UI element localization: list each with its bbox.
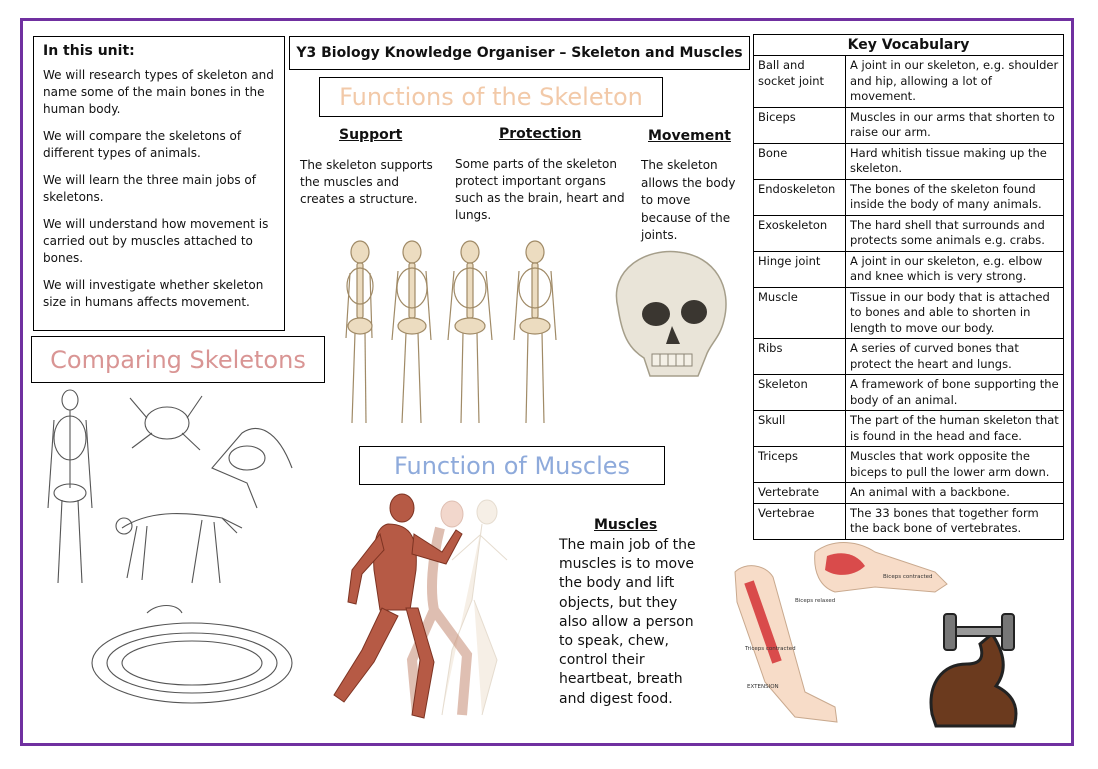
unit-point: We will understand how movement is carri… xyxy=(43,217,269,265)
vocab-term: Muscle xyxy=(753,286,846,339)
human-skeletons-illustration xyxy=(345,240,557,424)
vocab-term: Exoskeleton xyxy=(753,214,846,252)
vocab-definition: Muscles that work opposite the biceps to… xyxy=(845,446,1064,483)
muscles-banner: Function of Muscles xyxy=(359,446,665,485)
running-muscles-illustration xyxy=(333,493,508,719)
vocab-term: Endoskeleton xyxy=(753,178,846,216)
page-border xyxy=(20,18,1074,746)
vocab-definition: The part of the human skeleton that is f… xyxy=(845,410,1064,447)
vocab-term: Vertebrae xyxy=(753,502,846,540)
unit-point: We will compare the skeletons of differe… xyxy=(43,129,242,160)
label-triceps-contracted: Triceps contracted xyxy=(744,646,796,652)
animal-skeletons-illustration xyxy=(47,389,293,704)
unit-box: In this unit: We will research types of … xyxy=(33,36,285,331)
muscles-heading: Muscles xyxy=(594,517,658,533)
vocab-term: Ribs xyxy=(753,338,846,375)
label-extension: EXTENSION xyxy=(747,684,779,690)
vocab-definition: An animal with a backbone. xyxy=(845,482,1064,504)
vocab-term: Skull xyxy=(753,410,846,447)
vocab-definition: A joint in our skeleton, e.g. elbow and … xyxy=(845,250,1064,288)
arm-muscles-diagram: Biceps relaxed Triceps contracted Biceps… xyxy=(734,542,948,723)
muscles-text: The main job of the muscles is to move t… xyxy=(559,537,696,707)
skull-illustration xyxy=(615,250,727,377)
movement-text: The skeleton allows the body to move bec… xyxy=(641,158,736,242)
vocab-definition: The hard shell that surrounds and protec… xyxy=(845,214,1064,252)
vocab-heading: Key Vocabulary xyxy=(753,34,1064,56)
movement-heading: Movement xyxy=(648,128,731,144)
unit-point: We will learn the three main jobs of ske… xyxy=(43,173,256,204)
vocab-definition: A framework of bone supporting the body … xyxy=(845,374,1064,411)
vocab-definition: Tissue in our body that is attached to b… xyxy=(845,286,1064,339)
support-heading: Support xyxy=(339,127,403,143)
vocab-term: Skeleton xyxy=(753,374,846,411)
support-text: The skeleton supports the muscles and cr… xyxy=(300,158,433,206)
vocab-term: Ball and socket joint xyxy=(753,55,846,108)
vocab-term: Vertebrate xyxy=(753,482,846,504)
unit-point: We will research types of skeleton and n… xyxy=(43,68,274,116)
page-title: Y3 Biology Knowledge Organiser – Skeleto… xyxy=(289,36,750,70)
label-biceps-contracted: Biceps contracted xyxy=(883,574,933,580)
protection-heading: Protection xyxy=(499,126,582,142)
label-biceps-relaxed: Biceps relaxed xyxy=(795,598,835,604)
vocab-definition: Hard whitish tissue making up the skelet… xyxy=(845,142,1064,180)
vocab-term: Hinge joint xyxy=(753,250,846,288)
protection-text: Some parts of the skeleton protect impor… xyxy=(455,157,625,222)
vocab-definition: The 33 bones that together form the back… xyxy=(845,502,1064,540)
flexed-arm-dumbbell-icon xyxy=(929,613,1018,728)
vocab-definition: Muscles in our arms that shorten to rais… xyxy=(845,106,1064,144)
vocab-definition: A joint in our skeleton, e.g. shoulder a… xyxy=(845,55,1064,108)
unit-point: We will investigate whether skeleton siz… xyxy=(43,278,264,309)
vocab-term: Biceps xyxy=(753,106,846,144)
vocab-term: Triceps xyxy=(753,446,846,483)
unit-heading: In this unit: xyxy=(43,43,135,59)
vocab-term: Bone xyxy=(753,142,846,180)
vocab-definition: A series of curved bones that protect th… xyxy=(845,338,1064,375)
vocab-definition: The bones of the skeleton found inside t… xyxy=(845,178,1064,216)
comparing-banner: Comparing Skeletons xyxy=(31,336,325,383)
functions-banner: Functions of the Skeleton xyxy=(319,77,663,117)
